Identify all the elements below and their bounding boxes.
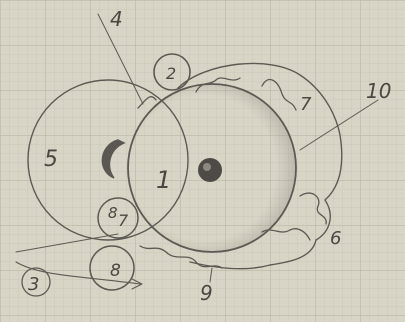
label-1: 1	[156, 166, 171, 194]
label-9: 9	[200, 281, 213, 305]
nucleus-highlight	[203, 163, 211, 171]
center-nucleus	[198, 158, 222, 182]
label-7-right: 7	[300, 94, 312, 115]
label-3: 3	[28, 274, 39, 295]
label-10: 10	[366, 79, 391, 103]
label-4: 4	[110, 7, 123, 31]
label-8-upper: 8	[108, 204, 118, 222]
label-7-left: 7	[118, 211, 129, 230]
label-5: 5	[44, 147, 58, 172]
label-6: 6	[330, 228, 341, 249]
label-2: 2	[166, 64, 176, 83]
label-8-lower: 8	[110, 261, 121, 281]
